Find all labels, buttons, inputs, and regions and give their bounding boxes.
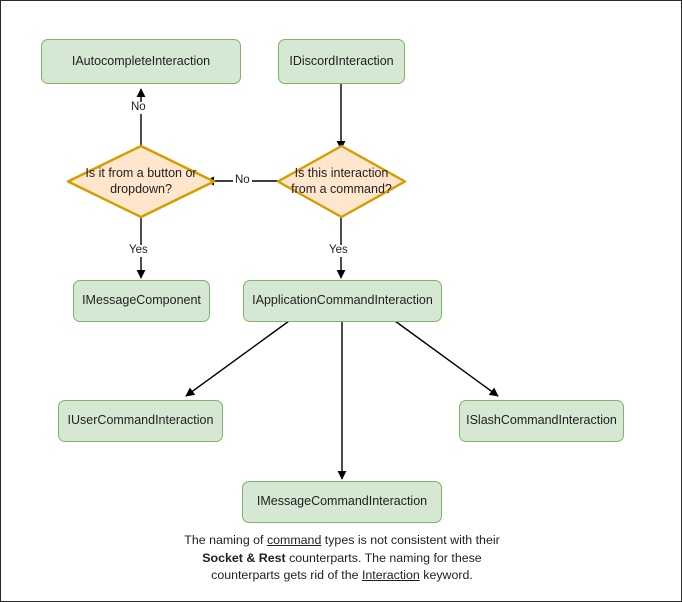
node-label: ISlashCommandInteraction	[466, 413, 617, 428]
footnote-line-3-suffix: keyword.	[419, 568, 473, 583]
node-iusercommandinteraction[interactable]: IUserCommandInteraction	[58, 400, 223, 442]
edge-label-yes-left: Yes	[127, 244, 150, 257]
footnote-bold-socket-rest: Socket & Rest	[202, 550, 286, 565]
footnote-line-2-suffix: counterparts. The naming for these	[285, 550, 482, 565]
edge-label-no-up: No	[129, 101, 148, 114]
edge-label-no-left: No	[233, 174, 252, 187]
node-decision-from-command[interactable]: Is this interaction from a command?	[276, 144, 407, 219]
footnote-line-1-prefix: The naming of	[184, 533, 267, 547]
node-iautocompleteinteraction[interactable]: IAutocompleteInteraction	[41, 39, 241, 84]
node-label: Is this interaction from a command?	[291, 166, 392, 196]
node-label: IMessageComponent	[82, 293, 201, 308]
node-iapplicationcommandinteraction[interactable]: IApplicationCommandInteraction	[243, 280, 442, 322]
node-label: IApplicationCommandInteraction	[252, 293, 433, 308]
node-label: IDiscordInteraction	[289, 53, 394, 68]
footnote-line-1-suffix: types is not consistent with their	[321, 533, 500, 547]
footnote-underline-command: command	[266, 533, 322, 547]
node-label: Is it from a button or dropdown?	[85, 166, 197, 196]
node-imessagecommandinteraction[interactable]: IMessageCommandInteraction	[242, 481, 442, 523]
footnote-underline-interaction: Interaction	[361, 568, 420, 583]
node-label: IUserCommandInteraction	[67, 413, 214, 428]
node-decision-button-or-dropdown[interactable]: Is it from a button or dropdown?	[66, 144, 216, 219]
node-label: IMessageCommandInteraction	[256, 494, 428, 509]
diamond-shape-icon	[276, 144, 407, 219]
edge-label-yes-right: Yes	[327, 244, 350, 257]
footnote-line-3-prefix: counterparts gets rid of the	[211, 568, 362, 583]
node-imessagecomponent[interactable]: IMessageComponent	[73, 280, 210, 322]
node-islashcommandinteraction[interactable]: ISlashCommandInteraction	[459, 400, 624, 442]
diamond-shape-icon	[66, 144, 216, 219]
node-label: IAutocompleteInteraction	[71, 53, 211, 68]
node-idiscordinteraction[interactable]: IDiscordInteraction	[278, 39, 405, 84]
footnote-text: The naming of command types is not consi…	[142, 532, 542, 585]
